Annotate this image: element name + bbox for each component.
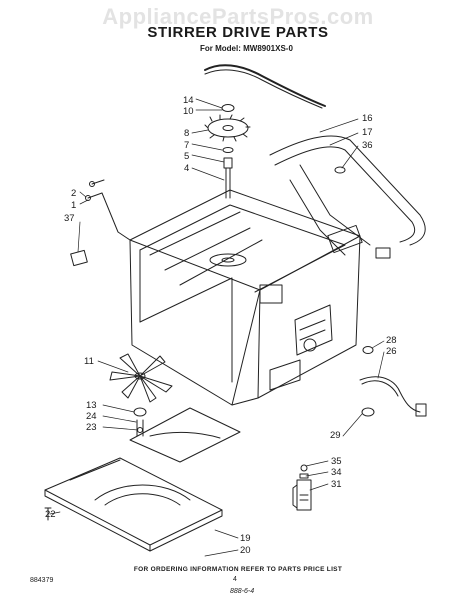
washer bbox=[222, 147, 234, 153]
watermark: AppliancePartsPros.com bbox=[102, 4, 374, 29]
callout-36: 36 bbox=[362, 140, 373, 151]
callout-23: 23 bbox=[86, 422, 97, 433]
part-code: 884379 bbox=[30, 577, 54, 584]
callout-11: 11 bbox=[84, 356, 94, 367]
grommet bbox=[361, 407, 375, 417]
callout-19: 19 bbox=[240, 533, 251, 544]
model-line: For Model: MW8901XS-0 bbox=[200, 44, 293, 53]
callout-24: 24 bbox=[86, 411, 97, 422]
callout-20: 20 bbox=[240, 545, 251, 556]
stirrer-cover bbox=[129, 407, 241, 463]
callout-13: 13 bbox=[86, 400, 97, 411]
callout-2: 2 bbox=[71, 188, 76, 199]
power-cord bbox=[359, 376, 427, 417]
callout-29: 29 bbox=[330, 430, 341, 441]
oven-cavity bbox=[129, 189, 361, 406]
stirrer-blade bbox=[204, 114, 251, 142]
date-mark: 888-6-4 bbox=[230, 588, 255, 595]
spacer bbox=[223, 157, 233, 169]
page-number: 4 bbox=[233, 576, 237, 583]
page-title: STIRRER DRIVE PARTS bbox=[147, 24, 329, 41]
callout-31: 31 bbox=[331, 479, 342, 490]
switch-assembly bbox=[292, 464, 312, 511]
callout-34: 34 bbox=[331, 467, 342, 478]
bottom-plate bbox=[44, 457, 223, 552]
callout-4: 4 bbox=[184, 163, 189, 174]
nut bbox=[362, 346, 374, 354]
callout-17: 17 bbox=[362, 127, 373, 138]
callout-37: 37 bbox=[64, 213, 75, 224]
screw bbox=[44, 507, 52, 521]
callout-28: 28 bbox=[386, 335, 397, 346]
air-duct-assembly bbox=[269, 135, 426, 259]
callout-5: 5 bbox=[184, 151, 189, 162]
drive-belt bbox=[204, 64, 326, 107]
shaft bbox=[225, 167, 231, 199]
hinge-bracket bbox=[70, 179, 131, 267]
callout-16: 16 bbox=[362, 113, 373, 124]
callout-14: 14 bbox=[183, 95, 194, 106]
stirrer-nut bbox=[221, 104, 235, 112]
callout-22: 22 bbox=[45, 509, 56, 520]
callout-1: 1 bbox=[71, 200, 76, 211]
callout-10: 10 bbox=[183, 106, 194, 117]
callout-35: 35 bbox=[331, 456, 342, 467]
ordering-info: FOR ORDERING INFORMATION REFER TO PARTS … bbox=[133, 566, 343, 573]
callout-7: 7 bbox=[184, 140, 189, 151]
callout-8: 8 bbox=[184, 128, 189, 139]
callout-26: 26 bbox=[386, 346, 397, 357]
stirrer-fan bbox=[109, 353, 173, 403]
